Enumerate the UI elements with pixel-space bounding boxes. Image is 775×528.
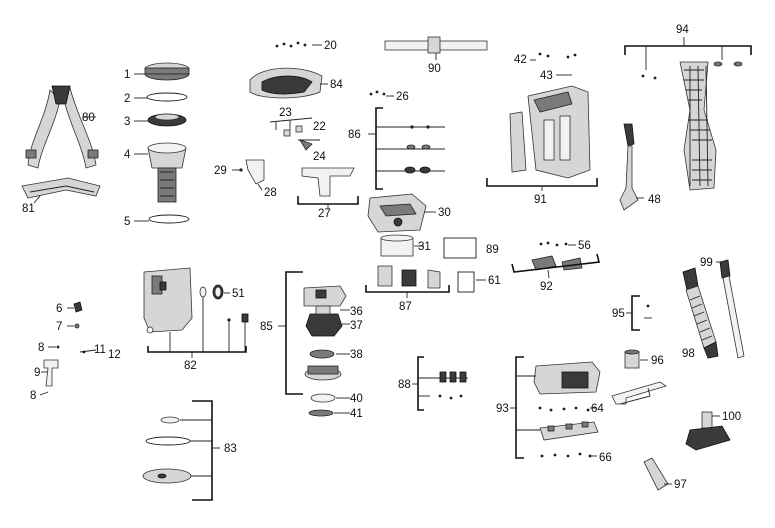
label-92: 92: [540, 281, 553, 293]
part-61-plate: [457, 271, 486, 293]
label-80: 80: [82, 112, 95, 124]
label-89: 89: [486, 244, 499, 256]
label-56: 56: [578, 240, 591, 252]
label-23: 23: [279, 107, 292, 119]
part-95-group: [626, 295, 652, 331]
part-85-group: [278, 271, 350, 417]
part-1-lid: [144, 62, 190, 81]
part-42-43-fasteners: [530, 52, 577, 76]
label-83: 83: [224, 443, 237, 455]
label-28: 28: [264, 187, 277, 199]
part-98-hose: [682, 267, 719, 359]
part-87-group: [365, 265, 450, 298]
part-96-nozzle: [624, 349, 648, 369]
label-11: 11: [94, 344, 106, 356]
label-93: 93: [496, 403, 509, 415]
label-3: 3: [124, 116, 130, 128]
label-41: 41: [350, 408, 363, 420]
part-48-latch: [619, 123, 644, 211]
part-93-group: [510, 356, 667, 459]
part-80-shoulder-harness: [25, 85, 99, 169]
part-81-belt-frame: [21, 177, 101, 199]
label-38: 38: [350, 349, 363, 361]
label-51: 51: [232, 288, 245, 300]
label-95: 95: [612, 308, 625, 320]
label-94: 94: [676, 24, 689, 36]
label-36: 36: [350, 306, 363, 318]
label-7: 7: [56, 321, 62, 333]
label-84: 84: [330, 79, 343, 91]
label-87: 87: [399, 301, 412, 313]
label-86: 86: [348, 129, 361, 141]
label-9: 9: [34, 367, 40, 379]
part-2-ring: [146, 92, 188, 102]
part-97-crevice-tool: [643, 457, 672, 491]
lead-lines-left: [33, 73, 149, 222]
label-26: 26: [396, 91, 409, 103]
part-82-body: [143, 267, 249, 358]
label-43: 43: [540, 70, 553, 82]
parts-6-12: [39, 301, 97, 396]
label-99: 99: [700, 257, 713, 269]
label-29: 29: [214, 165, 227, 177]
label-37: 37: [350, 320, 363, 332]
part-27-strap-bracket: [297, 167, 359, 209]
part-94-frame: [624, 37, 752, 191]
label-22: 22: [313, 121, 326, 133]
part-26-screws: [369, 90, 394, 97]
part-4-cyclone-bowl: [147, 142, 187, 203]
label-66: 66: [599, 452, 612, 464]
part-31-filter-sleeve: [380, 234, 424, 257]
label-2: 2: [124, 93, 130, 105]
part-84-handle-cover: [249, 67, 328, 99]
part-number-labels: 1 2 3 4 5 6 7 8 8 9 11 12 20 22 23 24 26…: [22, 24, 741, 491]
label-96: 96: [651, 355, 664, 367]
label-5: 5: [124, 216, 130, 228]
label-100: 100: [722, 411, 741, 423]
label-98: 98: [682, 348, 695, 360]
part-99-wand: [716, 259, 745, 359]
label-31: 31: [418, 241, 431, 253]
label-6: 6: [56, 303, 62, 315]
part-88-group: [412, 356, 468, 411]
label-12: 12: [108, 349, 121, 361]
label-30: 30: [438, 207, 451, 219]
label-85: 85: [260, 321, 273, 333]
label-27: 27: [318, 208, 331, 220]
part-30-motor-housing: [367, 193, 436, 233]
part-29-28-bracket: [232, 159, 265, 191]
part-90-rail: [384, 36, 488, 60]
part-89-label: [443, 237, 477, 259]
part-5-seal: [148, 214, 190, 224]
label-81: 81: [22, 203, 35, 215]
label-8b: 8: [30, 390, 36, 402]
label-82: 82: [184, 360, 197, 372]
label-97: 97: [674, 479, 687, 491]
label-91: 91: [534, 194, 547, 206]
label-42: 42: [514, 54, 527, 66]
part-86-group: [368, 107, 445, 190]
part-100-floor-tool: [685, 411, 731, 451]
label-20: 20: [324, 40, 337, 52]
label-8a: 8: [38, 342, 44, 354]
label-4: 4: [124, 149, 131, 161]
label-48: 48: [648, 194, 661, 206]
label-90: 90: [428, 63, 441, 75]
part-92-group: [511, 241, 600, 279]
part-22-23-24-clips: [269, 117, 320, 151]
label-64: 64: [591, 403, 604, 415]
part-20-screws: [275, 41, 322, 48]
label-40: 40: [350, 393, 363, 405]
label-24: 24: [313, 151, 326, 163]
label-61: 61: [488, 275, 501, 287]
label-1: 1: [124, 69, 130, 81]
label-88: 88: [398, 379, 411, 391]
part-3-filter: [147, 113, 187, 127]
part-83-group: [142, 400, 220, 501]
part-91-chassis: [486, 85, 598, 191]
